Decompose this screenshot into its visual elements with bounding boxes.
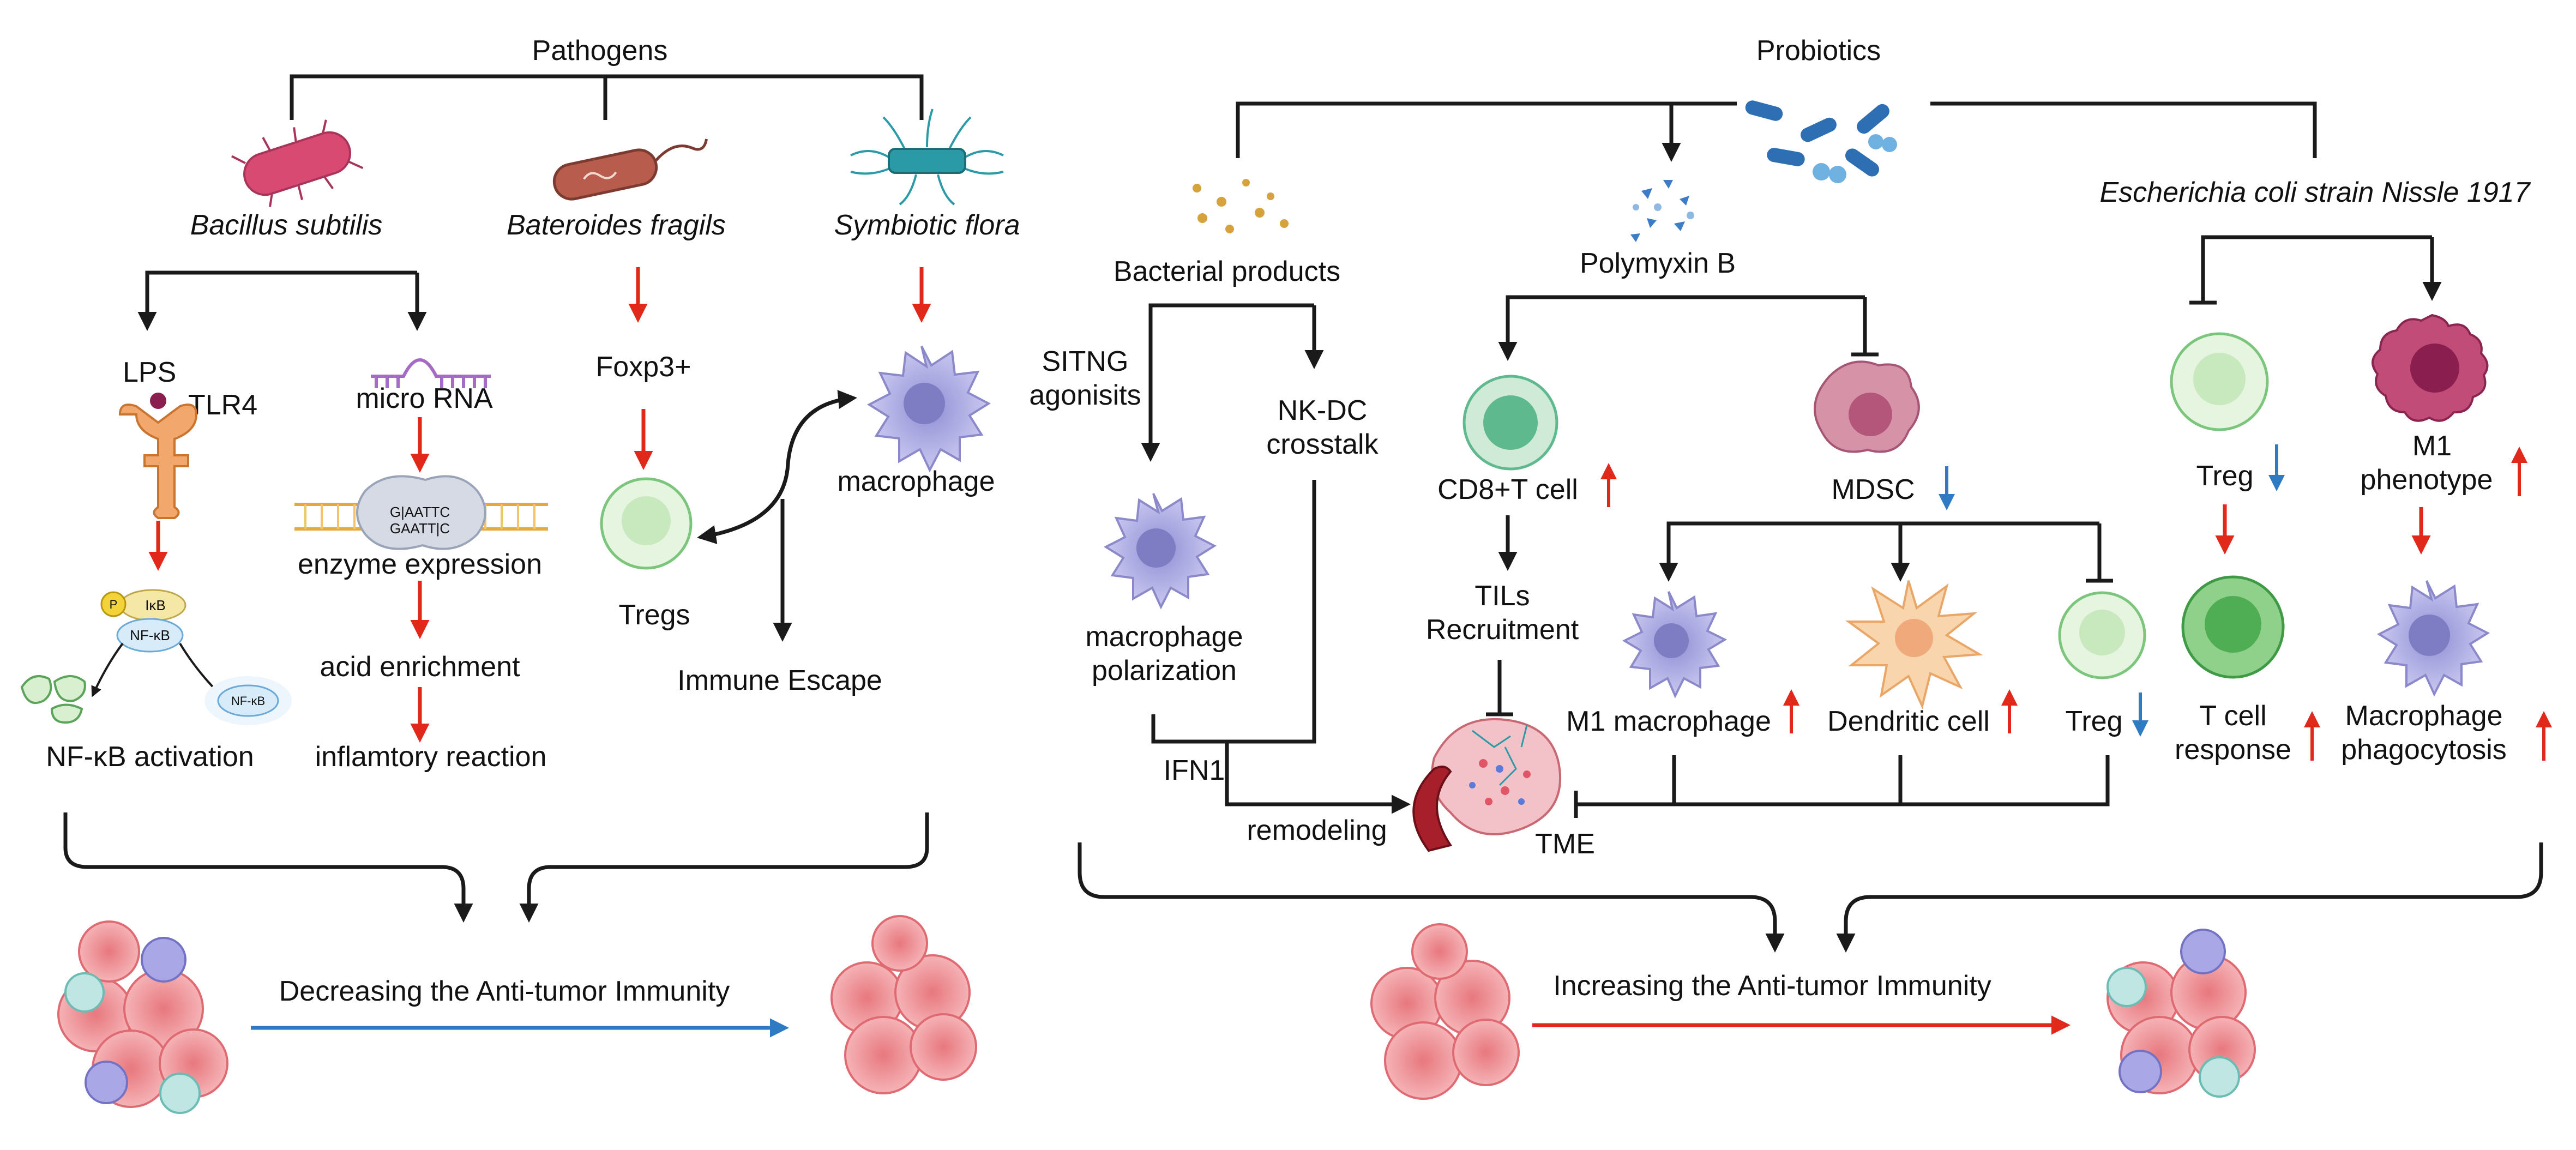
tumor-cluster-left-result [830,915,977,1094]
right-panel: Probiotics Bacterial products SITNG a [1029,35,2552,1100]
immune-tumor-cluster-left [57,920,228,1114]
symbiotic-bacterium-icon [850,109,1004,206]
bacillus-branch [137,270,427,331]
ecn-branch [2189,235,2442,305]
left-panel: Pathogens Bacillus subtilis Bateroides f… [20,35,1020,1114]
bacterial-products-branch [1141,303,1324,462]
right-bottom-bracket [1078,842,2543,953]
ecn-label: Escherichia coli strain Nissle 1917 [2099,177,2531,208]
dna-bottom-label: GAATT|C [390,520,450,537]
bacillus-label: Bacillus subtilis [190,209,383,241]
dna-enzyme-icon: G|AATTC GAATT|C [294,475,548,550]
nfkb-label: NF-κB [130,627,170,643]
tme-icon [1412,718,1562,852]
treg-mdsc-label: Treg [2066,706,2123,737]
inflammatory-label: inflamtory reaction [315,741,547,773]
p-label: P [110,598,118,611]
nkdc-label-1: NK-DC [1278,395,1368,426]
remodeling-label: remodeling [1247,815,1387,846]
polymyxin-icon [1630,180,1694,242]
probiotics-icon [1745,100,1897,183]
macrophage-polarization-label-1: macrophage [1085,621,1243,653]
ikb-label: IκB [145,597,166,613]
treg-ecn-label: Treg [2196,460,2254,492]
t-cell-response-icon [2181,575,2285,679]
bacteroides-label: Bateroides fragils [507,209,726,241]
nuclear-nfkb-icon: NF-κB [204,676,292,725]
tils-label-2: Recruitment [1426,614,1579,646]
m1-phenotype-label-1: M1 [2412,430,2452,462]
increasing-label: Increasing the Anti-tumor Immunity [1553,970,1991,1002]
tregs-label: Tregs [619,599,690,631]
symbiotic-label: Symbiotic flora [834,209,1020,241]
microrna-icon [371,358,491,388]
foxp3-label: Foxp3+ [596,351,691,383]
probiotics-title: Probiotics [1756,35,1881,67]
nfkb2-label: NF-κB [231,694,265,708]
decreasing-label: Decreasing the Anti-tumor Immunity [279,976,730,1007]
ifn1-remodeling-connector [1151,480,1411,814]
macrophage-phagocytosis-icon [2376,580,2490,697]
nkdc-label-2: crosstalk [1266,429,1379,460]
dendritic-label: Dendritic cell [1827,706,1990,737]
treg-mdsc-icon [2058,591,2146,679]
probiotics-bracket [1236,101,2317,162]
sitng-label: SITNG [1042,346,1129,377]
polymyxin-branch [1498,295,1879,361]
ifn1-label: IFN1 [1164,755,1225,786]
macrophage-icon [866,346,991,473]
cd8-label: CD8+T cell [1437,474,1578,505]
acid-enrichment-label: acid enrichment [320,651,520,683]
treg-ecn-icon [2170,332,2269,431]
pathogens-bracket [290,74,924,120]
immune-tumor-cluster-right [2106,929,2256,1098]
treg-macrophage-immune-arrows [697,390,857,544]
tme-inhibition-connector [1574,755,2110,818]
m1-macrophage-label: M1 macrophage [1566,706,1771,737]
macrophage-label: macrophage [837,466,995,497]
dendritic-cell-icon [1845,580,1983,710]
nfkb-activation-label: NF-κB activation [46,741,254,773]
bacillus-bacterium-icon [231,119,364,207]
lps-label: LPS [123,357,176,388]
t-cell-label-1: T cell [2199,700,2266,732]
tme-label: TME [1535,828,1595,860]
tils-label-1: TILs [1474,580,1530,612]
pathogens-title: Pathogens [532,35,668,67]
nfkb-complex-icon: P IκB NF-κB [100,589,186,653]
degraded-ikb-icon [20,675,86,724]
mdsc-icon [1814,360,1920,453]
tumor-cluster-right-before [1370,923,1520,1100]
treg-cell-icon [600,477,693,570]
cd8-t-cell-icon [1462,375,1558,471]
immune-escape-label: Immune Escape [677,665,882,696]
dna-top-label: G|AATTC [390,504,450,520]
macrophage-polarization-label-2: polarization [1092,655,1237,687]
mdsc-label: MDSC [1831,474,1915,505]
left-bottom-bracket [63,812,929,923]
polymyxin-label: Polymyxin B [1580,248,1736,279]
t-cell-label-2: response [2175,734,2291,766]
phagocytosis-label-1: Macrophage [2345,700,2502,732]
bacterial-products-icon [1193,179,1289,233]
bacterial-products-label: Bacterial products [1114,256,1340,287]
phagocytosis-label-2: phagocytosis [2341,734,2507,766]
tlr4-label: TLR4 [188,389,257,421]
micro-rna-label: micro RNA [356,383,493,414]
agonists-label: agonisits [1029,380,1141,411]
bacteroides-bacterium-icon [552,139,708,201]
mdsc-branch [1659,521,2113,583]
m1-phenotype-label-2: phenotype [2361,464,2493,496]
enzyme-expression-label: enzyme expression [298,549,542,580]
macrophage-polarization-icon [1103,493,1217,610]
m1-phenotype-icon [2372,314,2489,422]
nfkb-to-degradation-arrow [91,642,124,697]
m1-macrophage-icon [1622,591,1728,699]
tils-inhibit-tme [1486,660,1513,717]
tlr4-receptor-icon [118,393,198,519]
